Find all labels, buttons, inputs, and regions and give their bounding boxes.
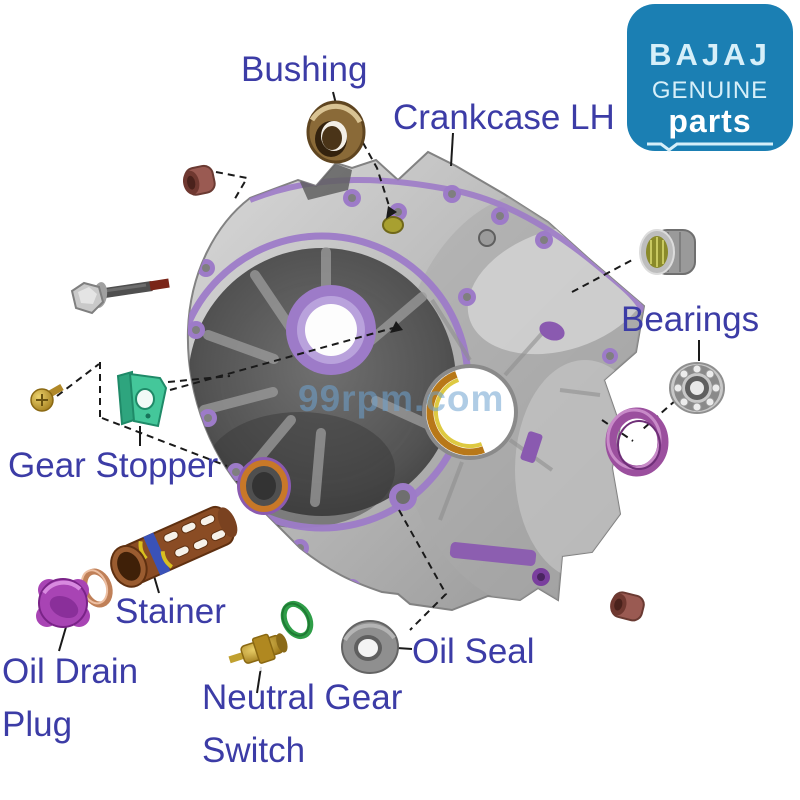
- label-crankcase-lh: Crankcase LH: [393, 98, 615, 137]
- dowel-boss: [382, 216, 404, 234]
- label-oil-seal: Oil Seal: [412, 632, 535, 671]
- label-neutral-gear-switch: Neutral Gear Switch: [202, 678, 403, 770]
- neutral-gear-switch-part: [219, 622, 297, 680]
- logo-underline: [647, 142, 773, 152]
- clutch-chamber: [188, 248, 456, 516]
- purple-seal-ring-part: [605, 407, 669, 477]
- logo-brand-text: BAJAJ: [649, 37, 771, 72]
- label-bushing: Bushing: [241, 50, 368, 89]
- label-stainer: Stainer: [115, 592, 226, 631]
- strainer-port: [237, 457, 291, 515]
- bushing-small-top: [182, 164, 216, 196]
- logo-parts-text: parts: [668, 103, 752, 139]
- gear-stopper-part: [116, 370, 168, 428]
- arrowhead: [386, 206, 397, 219]
- flange-bolt: [70, 278, 170, 315]
- oil-seal-part: [341, 620, 399, 674]
- label-bearings: Bearings: [621, 300, 760, 339]
- arrowhead: [390, 321, 403, 333]
- leader-lines: [58, 91, 700, 694]
- bushing-small-bottom: [610, 591, 645, 622]
- needle-bearing-part: [639, 229, 696, 275]
- output-bore: [422, 364, 518, 460]
- bajaj-genuine-parts-logo: BAJAJ GENUINE parts: [627, 4, 793, 152]
- label-oil-drain-plug: Oil Drain Plug: [2, 652, 139, 744]
- label-gear-stopper: Gear Stopper: [8, 446, 219, 485]
- crank-bore: [286, 285, 376, 375]
- ball-bearing-part: [669, 362, 725, 414]
- logo-genuine-text: GENUINE: [651, 77, 769, 104]
- watermark: 99rpm.com: [298, 378, 505, 419]
- bushing-part: [306, 100, 366, 164]
- oil-strainer-part: [110, 505, 238, 588]
- o-ring-part: [280, 600, 314, 640]
- stopper-screw: [30, 383, 64, 412]
- oil-drain-plug-part: [36, 578, 90, 628]
